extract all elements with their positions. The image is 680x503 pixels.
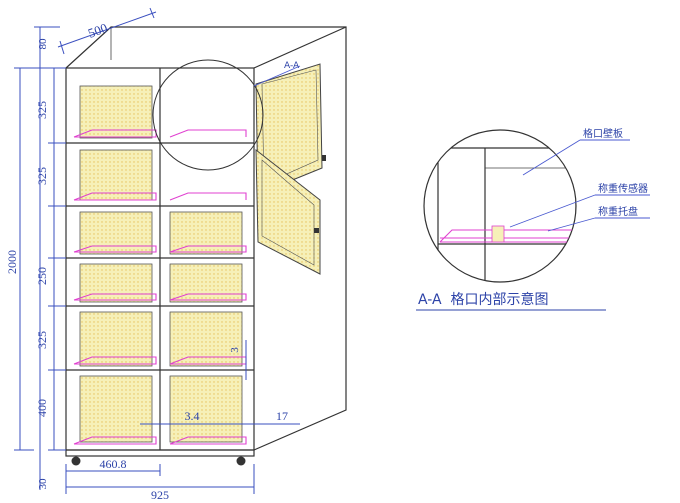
dim-row4: 325 <box>35 331 49 349</box>
dim-height-total: 2000 <box>5 250 19 274</box>
dim-base: 30 <box>37 478 49 490</box>
dim-gap-a: 3.4 <box>185 409 200 423</box>
detail-view: 格口壁板 称重传感器 称重托盘 A-A 格口内部示意图 <box>416 127 650 311</box>
dim-row3: 250 <box>35 267 49 285</box>
callout-panel: 格口壁板 <box>583 127 623 140</box>
dimension-labels: 500 80 325 325 250 325 400 2000 30 460.8… <box>5 20 288 502</box>
dim-depth: 500 <box>86 20 109 41</box>
dim-width-total: 925 <box>151 488 169 502</box>
detail-circle <box>423 129 577 283</box>
dim-row2: 325 <box>35 167 49 185</box>
open-door-second <box>255 148 321 275</box>
detail-caption: A-A 格口内部示意图 <box>418 291 549 308</box>
cabinet-body <box>65 26 347 466</box>
dimension-lines <box>14 7 300 494</box>
door-panels <box>79 63 326 443</box>
dim-top-margin: 80 <box>37 38 49 50</box>
weighing-trays <box>73 129 247 445</box>
section-marker-circle <box>152 59 264 171</box>
section-ref-label: A-A <box>284 61 300 71</box>
callout-tray: 称重托盘 <box>598 205 638 218</box>
cabinet-top-edge <box>253 26 347 69</box>
caster-left <box>71 456 81 466</box>
caster-right <box>236 456 246 466</box>
dim-gap-b: 17 <box>276 409 288 423</box>
dim-col-width: 460.8 <box>100 457 127 471</box>
dim-row1: 325 <box>35 101 49 119</box>
dim-small: 3 <box>229 347 241 353</box>
callout-sensor: 称重传感器 <box>598 182 648 195</box>
dim-row5: 400 <box>35 399 49 417</box>
